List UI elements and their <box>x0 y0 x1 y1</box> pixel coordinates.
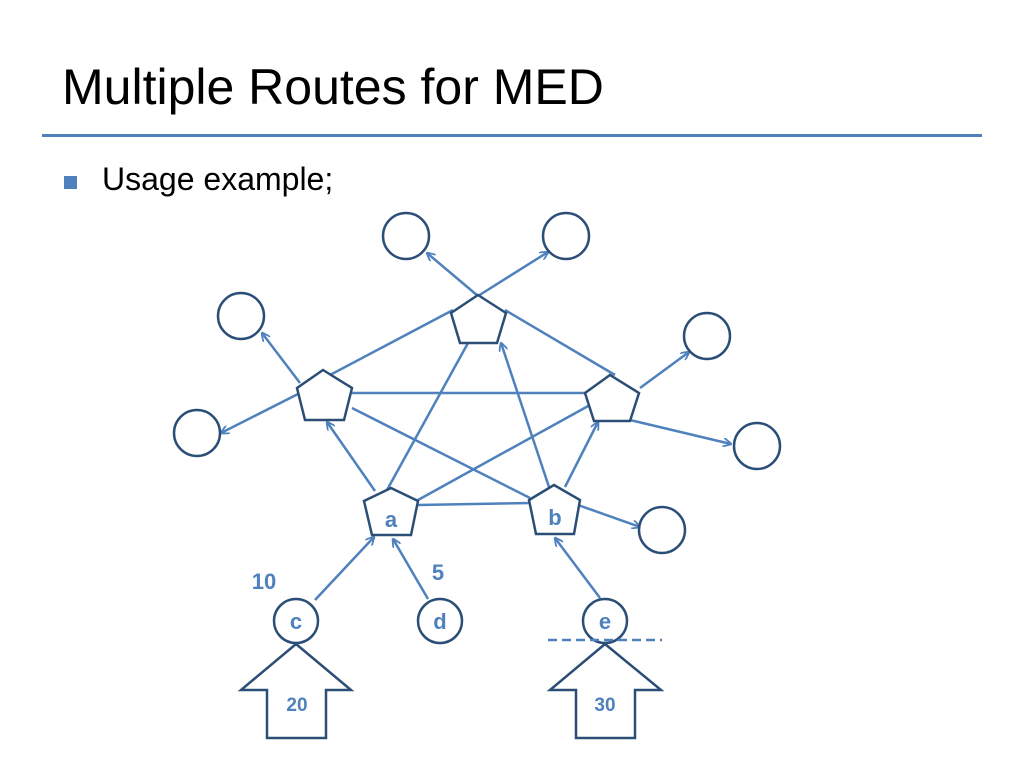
router-right <box>583 373 641 423</box>
title-divider <box>42 134 982 137</box>
arrow-b-to-right <box>563 422 598 488</box>
input-arrow-right <box>546 642 665 740</box>
med-label-d: 5 <box>432 560 444 585</box>
edge-a-top <box>385 342 470 491</box>
host-e-label: e <box>599 609 611 634</box>
router-top <box>449 293 508 345</box>
router-left <box>295 368 354 422</box>
arrow-right-to-circle-6 <box>629 418 731 444</box>
external-node <box>637 505 687 555</box>
edge-a-b <box>417 501 532 507</box>
router-a <box>362 486 420 537</box>
host-d <box>416 597 464 645</box>
external-node <box>732 421 782 471</box>
arrow-left-to-circle-3 <box>262 333 301 384</box>
hosts <box>272 597 629 645</box>
input-value-left: 20 <box>286 695 307 716</box>
external-nodes <box>172 211 782 555</box>
route-arrows <box>221 252 731 601</box>
router-b-label: b <box>548 505 561 530</box>
arrow-top-to-circle-2 <box>477 252 548 298</box>
arrow-e-to-b <box>555 538 601 599</box>
bullet-marker <box>64 176 77 189</box>
arrow-d-to-a <box>393 539 430 600</box>
router-b <box>527 483 582 536</box>
arrow-c-to-a <box>314 537 374 601</box>
external-node <box>381 211 431 261</box>
external-node <box>682 311 732 361</box>
routers <box>295 293 641 537</box>
arrow-a-to-left <box>327 422 377 492</box>
med-label-c: 10 <box>252 569 276 594</box>
router-a-label: a <box>385 507 398 532</box>
arrow-left-to-circle-4 <box>221 391 301 433</box>
input-arrows <box>237 642 665 740</box>
input-value-right: 30 <box>594 695 615 716</box>
edge-a-right <box>417 403 591 502</box>
edge-top-left <box>329 308 454 377</box>
external-node <box>172 408 222 458</box>
arrow-top-to-circle-1 <box>427 253 479 297</box>
edge-left-b <box>351 406 531 500</box>
input-arrow-left <box>237 642 355 740</box>
external-node <box>216 291 266 341</box>
mesh-edges <box>329 308 616 507</box>
arrow-b-to-top <box>501 343 551 488</box>
edge-top-right <box>504 308 616 377</box>
host-d-label: d <box>433 609 446 634</box>
arrow-right-to-circle-5 <box>639 352 689 390</box>
bullet-text: Usage example; <box>102 161 334 197</box>
external-node <box>541 211 591 261</box>
slide-title: Multiple Routes for MED <box>62 59 604 115</box>
arrow-b-to-circle-7 <box>577 503 640 527</box>
host-c-label: c <box>290 609 302 634</box>
